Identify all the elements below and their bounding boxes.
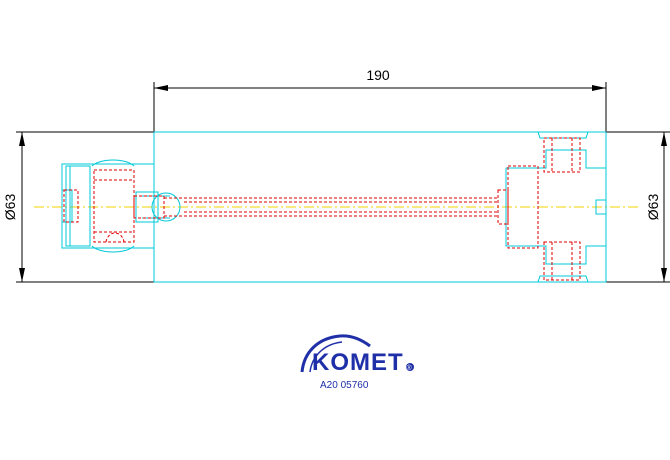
length-dimension-label: 190 [366,67,390,83]
shank-outline [61,159,181,253]
right-diameter-dimension: Ø63 [604,131,670,283]
komet-logo: KOMET ® [300,334,414,376]
left-diameter-label: Ø63 [2,194,18,221]
logo-brand-text: KOMET [312,349,404,376]
hidden-lines [63,137,581,281]
tool-body-outline [153,131,607,283]
left-diameter-dimension: Ø63 [2,131,156,283]
length-dimension: 190 [153,67,607,132]
logo-registered-mark: ® [407,364,413,372]
right-diameter-label: Ø63 [645,194,661,221]
part-number: A20 05760 [320,380,369,391]
